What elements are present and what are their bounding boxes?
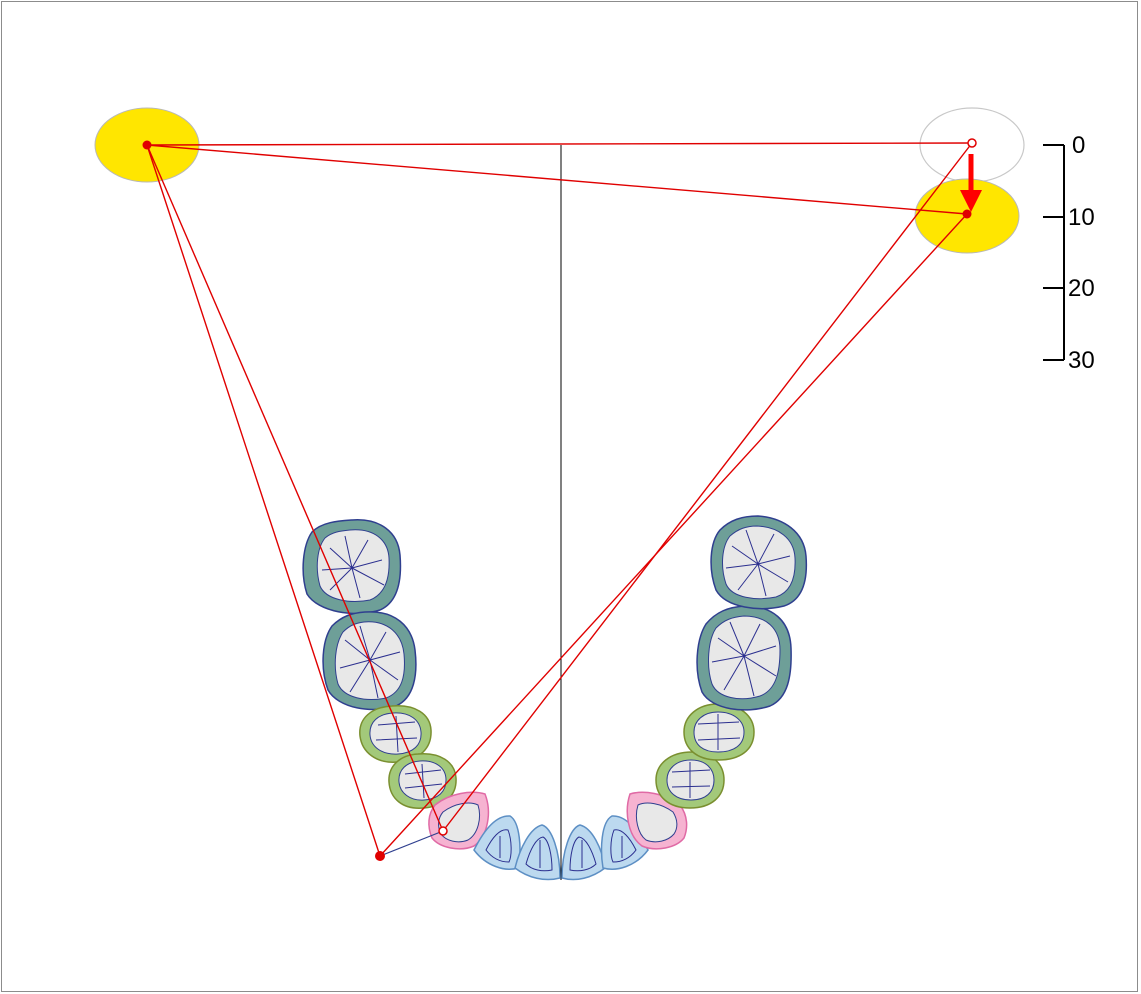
right-first-molar (696, 605, 792, 711)
scale-tick-label-30: 30 (1068, 347, 1095, 374)
left-condyle-point (142, 140, 152, 150)
construction-lines (146, 142, 973, 857)
right-central-incisor (561, 824, 606, 881)
incisal-point-initial (438, 826, 448, 836)
right-second-molar (710, 515, 808, 610)
incisal-point-displaced (375, 851, 385, 861)
left-lateral-incisor (473, 815, 521, 870)
incisal-displacement-line (379, 830, 444, 857)
right-condyle-displaced-point (962, 209, 972, 219)
dental-arch (302, 515, 808, 881)
right-first-premolar (655, 751, 725, 809)
scale-tick-label-10: 10 (1068, 204, 1095, 231)
scale-tick-label-20: 20 (1068, 275, 1095, 302)
left-first-premolar (388, 753, 457, 809)
right-condyle-initial-point (967, 138, 977, 148)
condyle-movement-arrow (960, 154, 982, 212)
right-canine (626, 791, 688, 850)
left-second-molar (302, 519, 402, 615)
scale-bar (1043, 144, 1065, 361)
right-second-premolar (683, 703, 755, 761)
scale-tick-label-0: 0 (1072, 132, 1085, 159)
left-central-incisor (514, 824, 561, 881)
